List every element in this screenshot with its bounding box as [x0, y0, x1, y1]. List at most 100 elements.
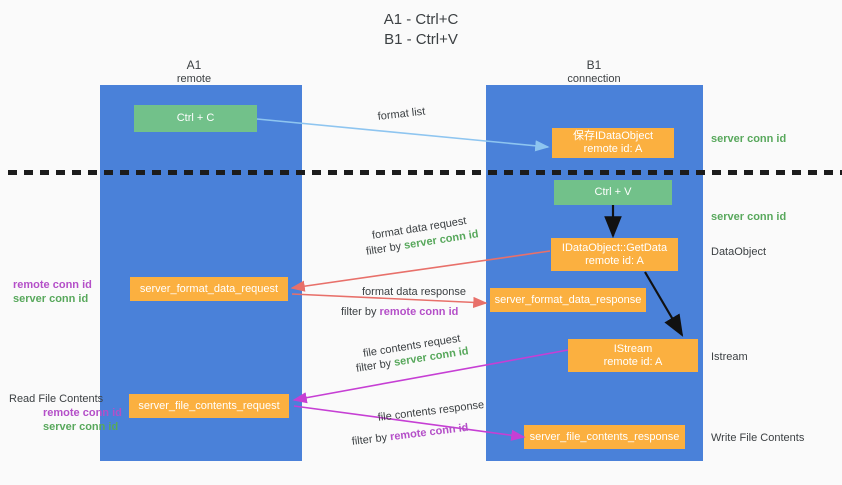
node-server-file-contents-response-label: server_file_contents_response — [529, 430, 680, 443]
node-idataobject-getdata[interactable]: IDataObject::GetData remote id: A — [551, 238, 678, 271]
divider-dash — [344, 170, 353, 175]
left-read-file-contents: Read File Contents — [9, 393, 104, 405]
remote-conn-id-text: remote conn id — [389, 421, 470, 444]
divider-dash — [632, 170, 641, 175]
divider-dash — [600, 170, 609, 175]
divider-dash — [568, 170, 577, 175]
node-save-idataobject-line2: remote id: A — [583, 143, 643, 155]
filter-by-text: filter by — [341, 306, 380, 318]
divider-dash — [696, 170, 705, 175]
divider-dash — [808, 170, 817, 175]
node-save-idataobject-line1: 保存IDataObject — [572, 130, 654, 142]
filter-by-text: filter by — [365, 239, 406, 258]
edge-label-format-data-response-filter: filter by remote conn id — [341, 305, 458, 319]
divider-dash — [88, 170, 97, 175]
divider-dash — [72, 170, 81, 175]
divider-dash — [120, 170, 129, 175]
divider-dash — [232, 170, 241, 175]
node-server-format-data-request-label: server_format_data_request — [139, 282, 279, 295]
divider-dash — [248, 170, 257, 175]
divider-dash — [840, 170, 842, 175]
remote-conn-id-text: remote conn id — [379, 306, 459, 318]
title-line-1: A1 - Ctrl+C — [383, 11, 459, 28]
left-remote-conn-id: remote conn id — [43, 407, 122, 419]
title-line-2: B1 - Ctrl+V — [384, 31, 458, 48]
column-a1-subtitle: remote — [176, 73, 212, 85]
divider-dash — [424, 170, 433, 175]
divider-dash — [104, 170, 113, 175]
node-server-format-data-response[interactable]: server_format_data_response — [490, 288, 646, 312]
node-idataobject-getdata-line1: IDataObject::GetData — [561, 241, 668, 254]
node-ctrl-c[interactable]: Ctrl + C — [134, 105, 257, 132]
right-label-server-conn-id-top: server conn id — [711, 133, 787, 145]
node-server-format-data-response-label: server_format_data_response — [494, 293, 642, 306]
divider-dash — [136, 170, 145, 175]
edge-label-format-data-response: format data response — [362, 286, 466, 298]
divider-dash — [792, 170, 801, 175]
node-server-format-data-request[interactable]: server_format_data_request — [130, 277, 288, 301]
divider-dash — [728, 170, 737, 175]
divider-dash — [360, 170, 369, 175]
node-istream-line1: IStream — [613, 342, 653, 355]
divider-dash — [552, 170, 561, 175]
divider-dash — [376, 170, 385, 175]
divider-dash — [488, 170, 497, 175]
divider-dash — [152, 170, 161, 175]
right-label-write-file-contents: Write File Contents — [711, 432, 805, 444]
divider-dash — [24, 170, 33, 175]
divider-dash — [472, 170, 481, 175]
divider-dash — [536, 170, 545, 175]
node-idataobject-getdata-line2: remote id: A — [585, 254, 644, 267]
divider-dash — [392, 170, 401, 175]
divider-dash — [200, 170, 209, 175]
left-label-conn-ids-format: remote conn id server conn id — [13, 278, 92, 306]
node-server-file-contents-response[interactable]: server_file_contents_response — [524, 425, 685, 449]
left-remote-conn-id: remote conn id — [13, 279, 92, 291]
node-save-idataobject[interactable]: 保存IDataObject remote id: A — [552, 128, 674, 158]
edge-label-file-contents-response-filter: filter by remote conn id — [351, 421, 469, 449]
node-ctrl-v-label: Ctrl + V — [594, 186, 632, 198]
edge-label-format-list: format list — [377, 105, 426, 123]
divider-dash — [712, 170, 721, 175]
divider-dash — [456, 170, 465, 175]
divider-dash — [616, 170, 625, 175]
filter-by-text: filter by — [355, 356, 396, 375]
divider-dash — [408, 170, 417, 175]
filter-by-text: filter by — [351, 431, 391, 448]
right-label-dataobject: DataObject — [711, 246, 767, 258]
node-ctrl-c-label: Ctrl + C — [176, 112, 215, 124]
divider-dash — [776, 170, 785, 175]
edge-label-file-contents-response: file contents response — [377, 398, 485, 424]
right-label-istream: Istream — [711, 351, 748, 363]
divider-dash — [504, 170, 513, 175]
divider-dash — [280, 170, 289, 175]
column-a1-name: A1 — [186, 58, 202, 72]
node-ctrl-v[interactable]: Ctrl + V — [554, 180, 672, 205]
divider-dash — [520, 170, 529, 175]
divider-dash — [8, 170, 17, 175]
column-b1-subtitle: connection — [567, 73, 621, 85]
node-istream[interactable]: IStream remote id: A — [568, 339, 698, 372]
divider-dash — [760, 170, 769, 175]
divider-dash — [584, 170, 593, 175]
divider-dash — [264, 170, 273, 175]
divider-dash — [824, 170, 833, 175]
node-istream-line2: remote id: A — [603, 355, 663, 368]
divider-dash — [648, 170, 657, 175]
divider-dash — [40, 170, 49, 175]
node-server-file-contents-request[interactable]: server_file_contents_request — [129, 394, 289, 418]
left-server-conn-id: server conn id — [43, 421, 119, 433]
divider-dash — [680, 170, 689, 175]
divider-dash — [296, 170, 305, 175]
divider-dash — [184, 170, 193, 175]
left-server-conn-id: server conn id — [13, 293, 89, 305]
page-title: A1 - Ctrl+C B1 - Ctrl+V — [0, 10, 842, 50]
right-label-server-conn-id-second: server conn id — [711, 211, 787, 223]
divider-dash — [56, 170, 65, 175]
column-header-a1: A1 remote — [114, 58, 274, 86]
divider-dash — [744, 170, 753, 175]
divider-dash — [168, 170, 177, 175]
left-label-read-file-contents-group: Read File Contents remote conn id server… — [9, 392, 122, 434]
divider-dash — [664, 170, 673, 175]
